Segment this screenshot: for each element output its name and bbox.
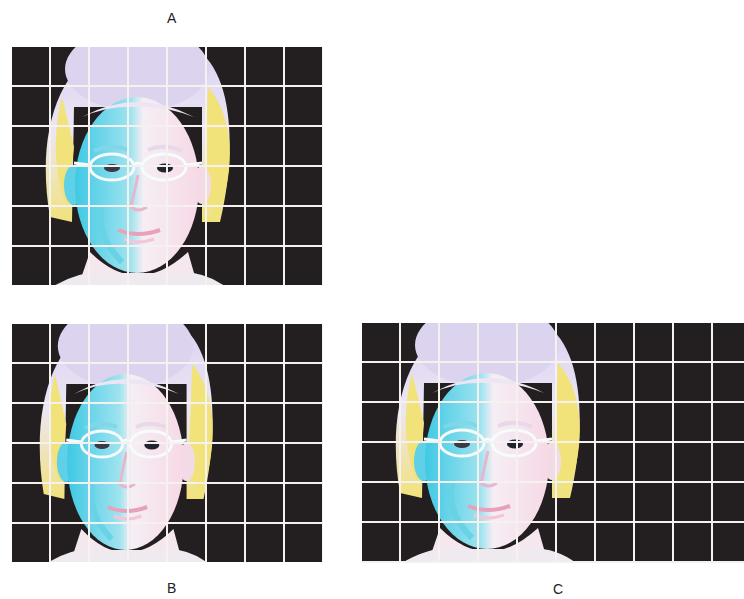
- photo-panel: [12, 47, 323, 285]
- photo-panel: [12, 324, 323, 562]
- photo-panel: [362, 323, 744, 563]
- panel-letter: A: [167, 11, 176, 25]
- panel-letter: B: [167, 581, 176, 595]
- panel-letter: C: [553, 582, 563, 596]
